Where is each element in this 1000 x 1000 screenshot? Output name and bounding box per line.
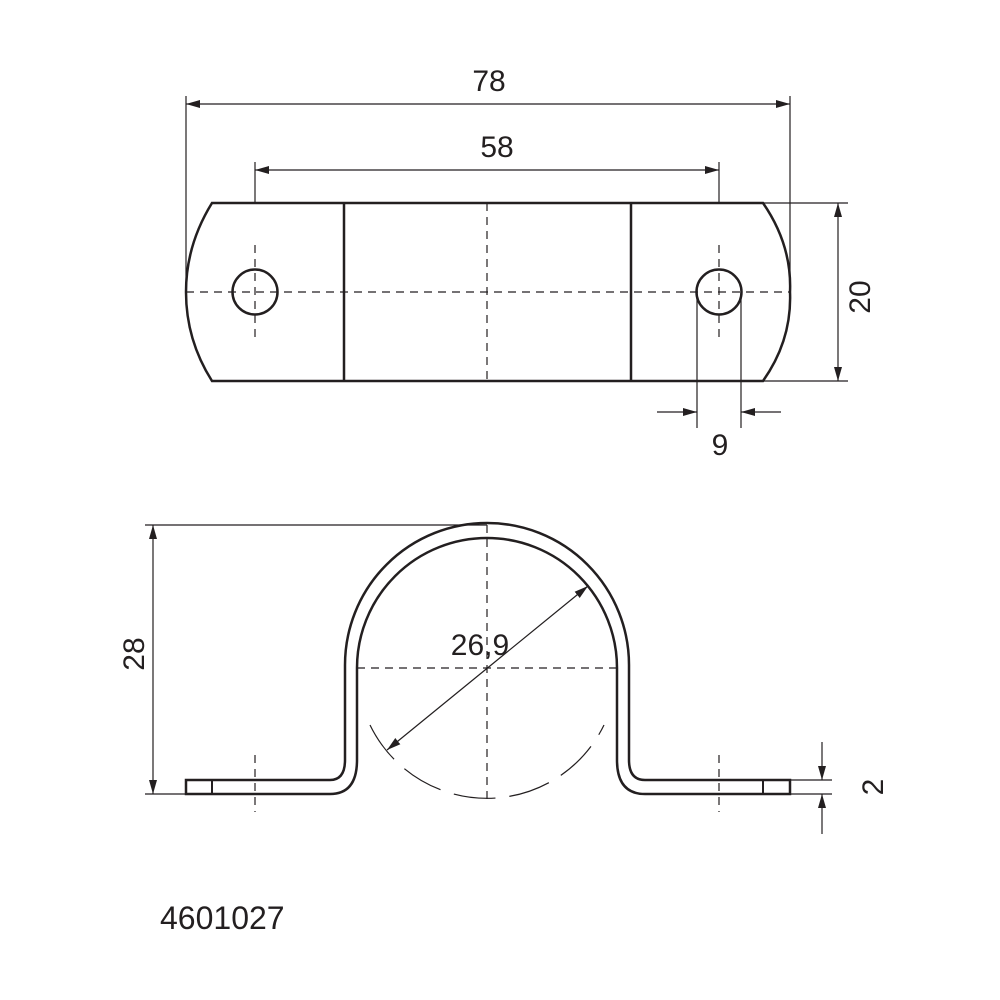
dim-line-26-9 [386, 585, 589, 751]
dim-label-2: 2 [857, 779, 890, 796]
dim-label-78: 78 [472, 65, 505, 98]
dim-label-26-9: 26,9 [451, 629, 509, 662]
dim-label-28: 28 [118, 637, 151, 670]
dim-label-20: 20 [844, 280, 877, 313]
dim-label-58: 58 [480, 131, 513, 164]
top-view [184, 96, 848, 428]
part-number: 4601027 [160, 900, 285, 936]
dim-label-9: 9 [712, 429, 729, 462]
pipe-hidden-arc [369, 724, 605, 799]
side-view [145, 521, 832, 834]
